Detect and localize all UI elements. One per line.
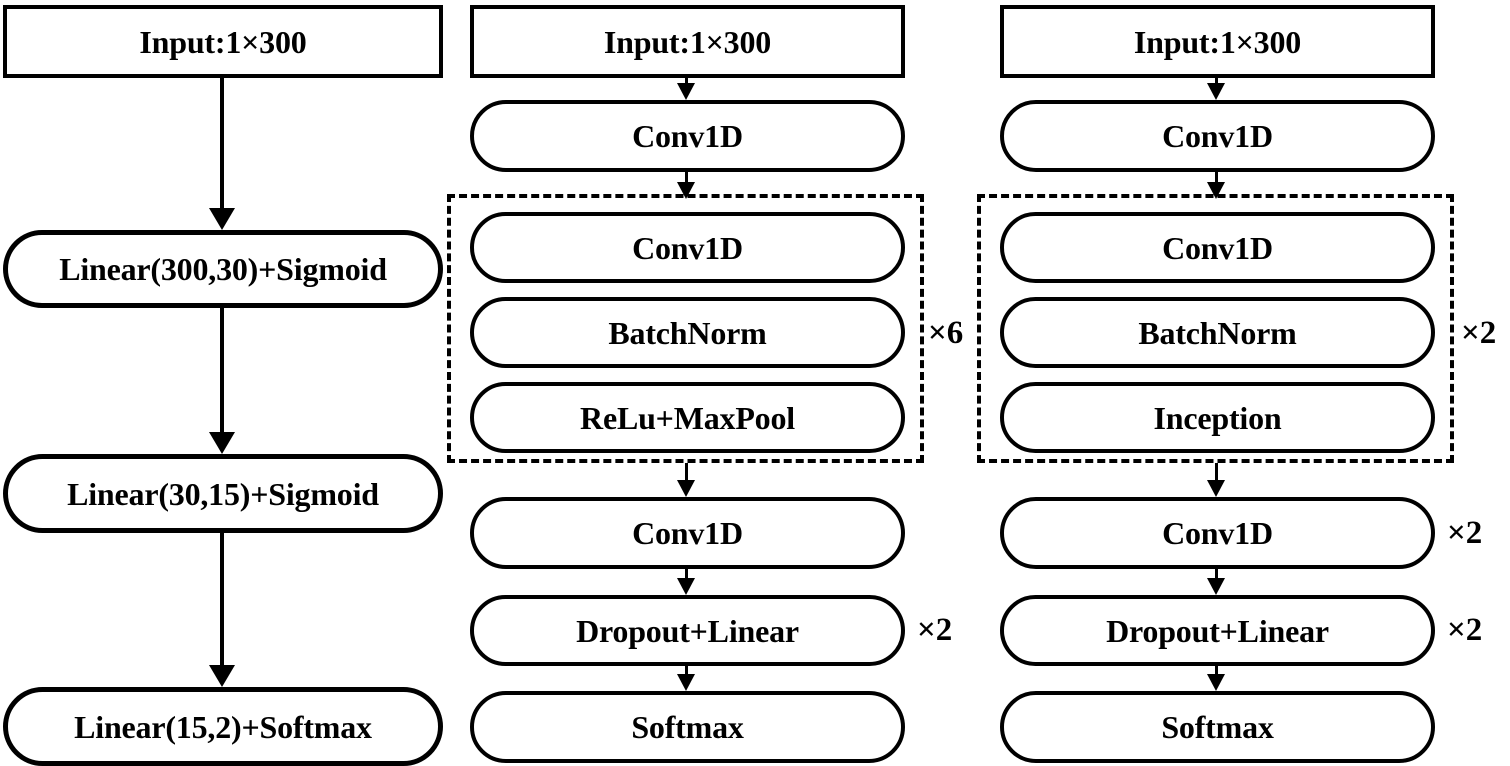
col2-batchnorm-block: BatchNorm — [470, 297, 905, 368]
col3-repeat-multiplier-label: ×2 — [1461, 314, 1497, 351]
col3-conv1d-tail: Conv1D — [1000, 497, 1435, 569]
col2-conv1d-stem: Conv1D — [470, 100, 905, 172]
col3-conv1d-stem: Conv1D — [1000, 100, 1435, 172]
col1-linear-300-30: Linear(300,30)+Sigmoid — [3, 230, 443, 308]
col1-linear-15-2-label: Linear(15,2)+Softmax — [74, 708, 372, 745]
col2-conv1d-block-label: Conv1D — [632, 229, 743, 266]
col2-dropout-repeat-multiplier: ×2 — [917, 611, 952, 649]
col3-input-label: Input:1×300 — [1133, 23, 1302, 60]
col2-input-label: Input:1×300 — [603, 23, 772, 60]
col1-input-label: Input:1×300 — [139, 23, 307, 60]
col3-conv1d-tail-label: Conv1D — [1162, 515, 1273, 551]
col2-repeat-group — [447, 194, 924, 463]
col3-conv1d-stem-label: Conv1D — [1162, 118, 1273, 154]
col3-batchnorm-block-label: BatchNorm — [1138, 314, 1297, 351]
col1-linear-300-30-label: Linear(300,30)+Sigmoid — [59, 251, 387, 287]
col2-conv1d-block: Conv1D — [470, 212, 905, 283]
col2-dropout-repeat-label: ×2 — [917, 611, 953, 648]
col2-relu-maxpool-block: ReLu+MaxPool — [470, 382, 905, 453]
col3-batchnorm-block: BatchNorm — [1000, 297, 1435, 368]
col3-input-box: Input:1×300 — [1000, 5, 1435, 78]
col3-softmax: Softmax — [1000, 691, 1435, 763]
col2-softmax-label: Softmax — [631, 709, 744, 745]
col1-linear-30-15: Linear(30,15)+Sigmoid — [3, 454, 443, 533]
col2-conv1d-stem-label: Conv1D — [632, 118, 743, 154]
col3-repeat-multiplier: ×2 — [1461, 314, 1496, 352]
col3-dropout-linear-label: Dropout+Linear — [1106, 612, 1329, 649]
col2-dropout-linear-label: Dropout+Linear — [576, 612, 799, 649]
col3-dropout-linear: Dropout+Linear — [1000, 595, 1435, 666]
col1-linear-30-15-label: Linear(30,15)+Sigmoid — [67, 475, 379, 512]
col2-relu-maxpool-label: ReLu+MaxPool — [580, 399, 795, 436]
col3-inception-label: Inception — [1153, 399, 1282, 436]
col2-conv1d-tail: Conv1D — [470, 497, 905, 569]
col3-inception-block: Inception — [1000, 382, 1435, 453]
col2-repeat-multiplier-label: ×6 — [928, 314, 964, 351]
col3-conv-tail-repeat-multiplier: ×2 — [1447, 514, 1482, 552]
col3-conv1d-block: Conv1D — [1000, 212, 1435, 283]
col2-dropout-linear: Dropout+Linear — [470, 595, 905, 666]
col2-conv1d-tail-label: Conv1D — [632, 515, 743, 551]
col3-dropout-repeat-label: ×2 — [1447, 611, 1483, 648]
col1-input-box: Input:1×300 — [3, 5, 443, 78]
col3-dropout-repeat-multiplier: ×2 — [1447, 611, 1482, 649]
col3-conv1d-block-label: Conv1D — [1162, 229, 1273, 266]
col2-input-box: Input:1×300 — [470, 5, 905, 78]
col3-softmax-label: Softmax — [1161, 709, 1274, 745]
col2-repeat-multiplier: ×6 — [928, 314, 963, 352]
col2-softmax: Softmax — [470, 691, 905, 763]
col3-conv-tail-repeat-label: ×2 — [1447, 514, 1483, 551]
col2-batchnorm-block-label: BatchNorm — [608, 314, 767, 351]
col1-linear-15-2: Linear(15,2)+Softmax — [3, 687, 443, 766]
col3-repeat-group — [977, 194, 1454, 463]
